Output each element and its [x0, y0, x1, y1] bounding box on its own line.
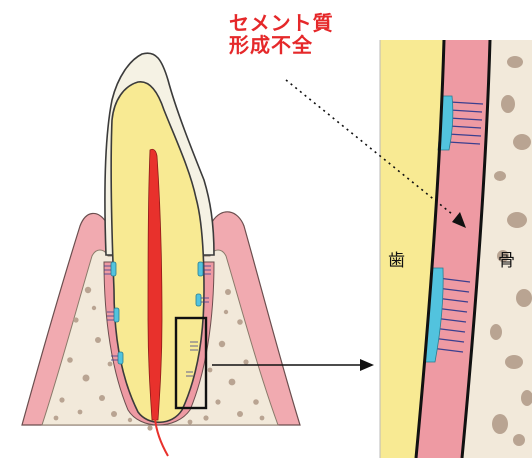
bone-label: 骨: [498, 246, 515, 271]
callout-line-1: セメント質: [229, 12, 334, 34]
callout-label: セメント質 形成不全: [229, 12, 334, 56]
tooth-label: 歯: [388, 246, 405, 271]
tooth-overview: [22, 53, 300, 456]
callout-line-2: 形成不全: [229, 34, 334, 56]
